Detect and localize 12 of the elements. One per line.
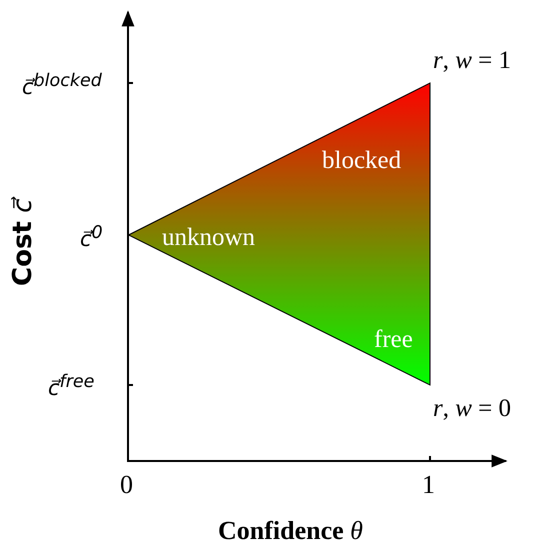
tick-label: c⃗$^{blocked}$ bbox=[22, 73, 102, 98]
region-label: unknown bbox=[162, 225, 256, 250]
region-label: free bbox=[374, 327, 413, 352]
point-label: r, w = 0 bbox=[433, 396, 512, 421]
point-label: r, w = 1 bbox=[433, 48, 512, 73]
region-label: blocked bbox=[322, 148, 402, 173]
tick-label: c⃗$^{0}$ bbox=[80, 225, 103, 250]
tick-label: 1 bbox=[422, 472, 435, 498]
tick-label: 0 bbox=[120, 472, 133, 498]
tick-label: c⃗$^{free}$ bbox=[48, 374, 94, 399]
axis-title: Cost c⃗ bbox=[10, 198, 36, 286]
axis-title: Confidence θ bbox=[218, 518, 363, 544]
